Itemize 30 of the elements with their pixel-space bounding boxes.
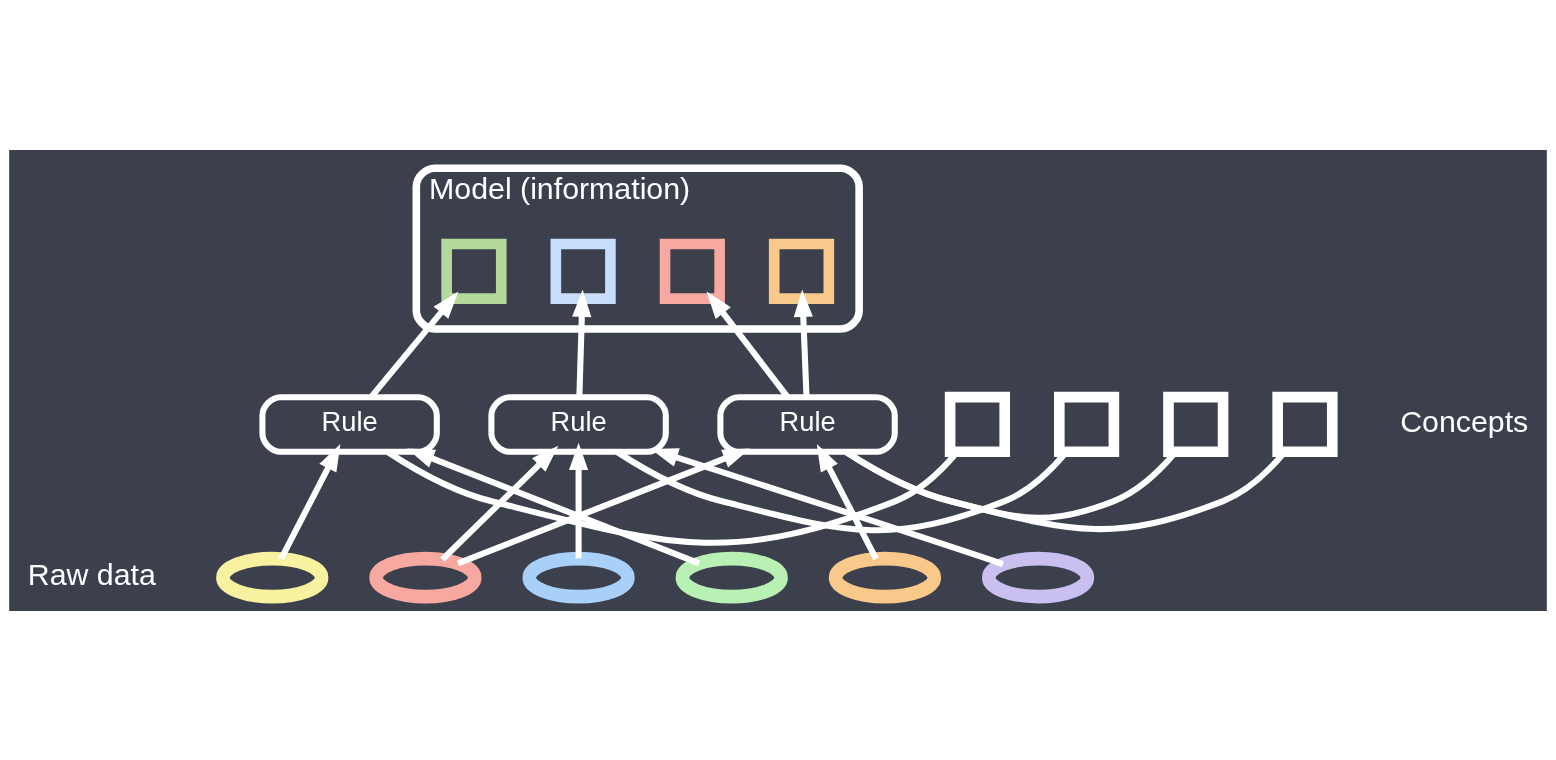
arrow	[572, 289, 592, 397]
node-box	[441, 238, 507, 304]
node-box	[659, 238, 725, 304]
node-ellipse	[981, 551, 1095, 603]
cluster: Model (information)	[412, 163, 863, 333]
label: Raw data	[27, 557, 156, 591]
arrow	[278, 443, 341, 560]
arrow	[816, 443, 879, 560]
node-ellipse	[828, 551, 941, 603]
node-box	[768, 238, 835, 304]
label: Concepts	[1400, 404, 1529, 438]
node-ellipse	[522, 551, 635, 603]
node-box	[1272, 391, 1338, 457]
arrow	[440, 445, 559, 562]
node-box	[944, 391, 1010, 457]
node-box	[1163, 391, 1229, 457]
node-ellipse	[216, 551, 329, 603]
arrow	[569, 442, 589, 558]
node-ellipse	[675, 551, 788, 603]
arrow	[793, 289, 813, 397]
arrow	[407, 448, 701, 566]
arrow	[456, 448, 751, 566]
node-box: Rule	[717, 393, 898, 455]
node-ellipse	[369, 551, 482, 603]
connector	[615, 448, 1069, 533]
node-box: Rule	[488, 393, 669, 455]
node-box	[550, 238, 616, 304]
connector	[385, 448, 960, 546]
node-box: Rule	[259, 393, 440, 455]
node-box	[1054, 391, 1120, 457]
